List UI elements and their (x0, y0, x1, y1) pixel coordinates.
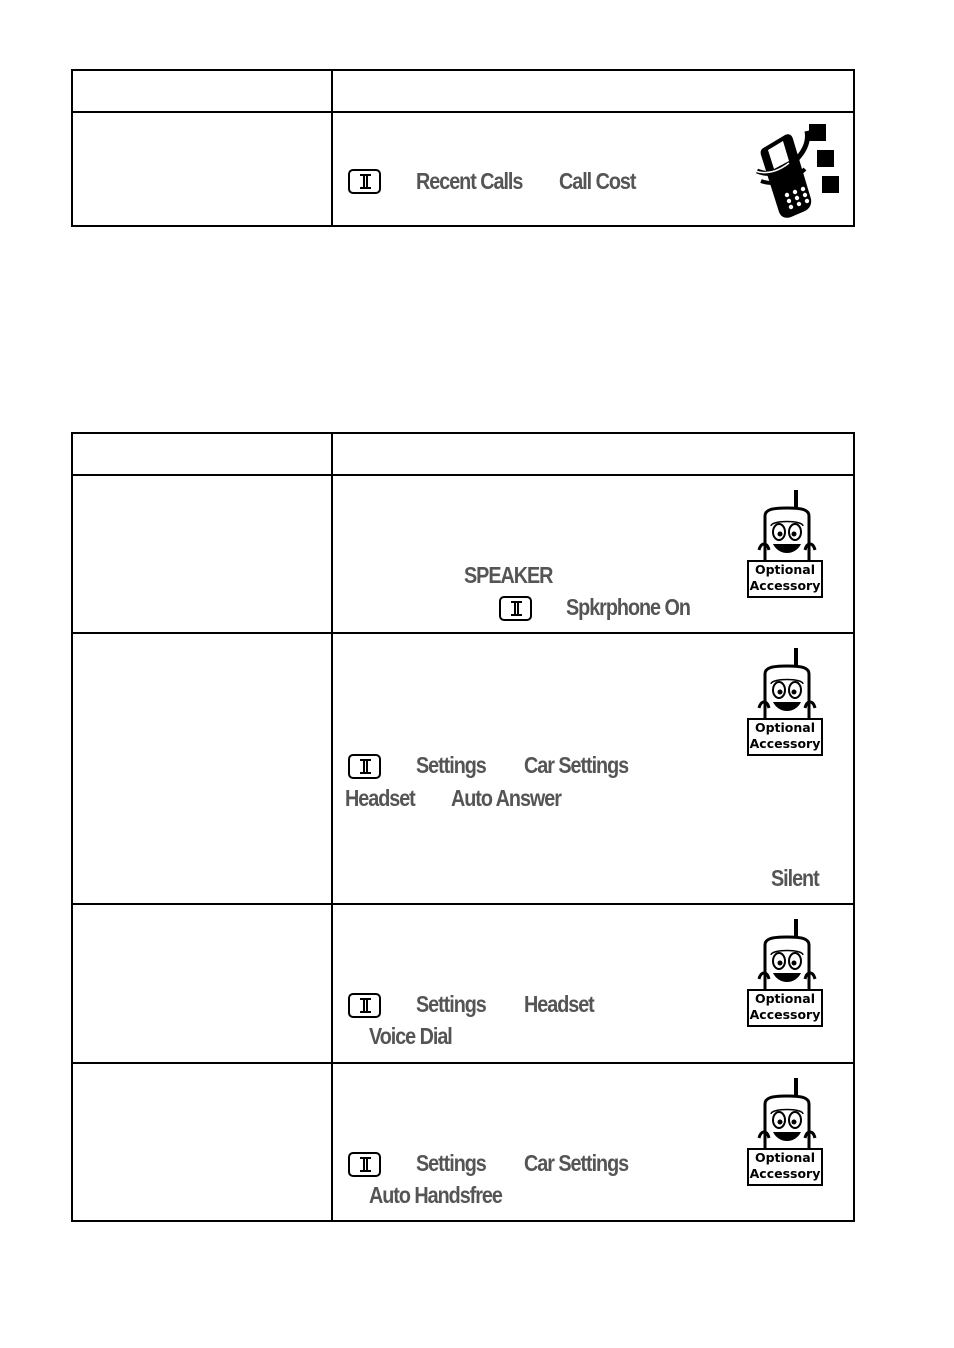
table-row: Settings Car Settings Headset Auto Answe… (71, 632, 855, 905)
network-phone-icon (754, 124, 839, 218)
menu-key-icon (348, 993, 381, 1018)
accessory-phone-icon (757, 648, 817, 722)
feature-cell (71, 474, 333, 634)
accessory-badge-line1: Optional (754, 991, 816, 1006)
description-cell: Recent Calls Call Cost (331, 111, 855, 227)
accessory-badge-label: Optional Accessory (747, 718, 823, 756)
speaker-key-label: SPEAKER (464, 562, 553, 588)
header-cell-feature (71, 432, 333, 476)
accessory-badge-line2: Accessory (749, 578, 821, 593)
header-cell-description (331, 432, 855, 476)
menu-key-icon (348, 169, 381, 194)
menu-key-icon (499, 596, 532, 621)
accessory-badge-label: Optional Accessory (747, 560, 823, 598)
optional-accessory-badge: Optional Accessory (747, 919, 827, 1029)
table-row: Settings Headset Voice Dial Optional (71, 903, 855, 1064)
menu-item-spkrphone-on: Spkrphone On (566, 594, 691, 620)
accessory-phone-icon (757, 1078, 817, 1152)
menu-item-recent-calls: Recent Calls (416, 168, 523, 194)
table-header-row (71, 432, 855, 476)
accessory-phone-icon (757, 490, 817, 564)
silent-option: Silent (771, 865, 820, 891)
optional-accessory-badge: Optional Accessory (747, 648, 827, 758)
table-row: Recent Calls Call Cost (71, 111, 855, 227)
description-cell: Settings Headset Voice Dial Optional (331, 903, 855, 1064)
menu-item-car-settings: Car Settings (524, 752, 629, 778)
feature-cell (71, 903, 333, 1064)
header-cell-feature (71, 69, 333, 113)
menu-item-headset: Headset (524, 991, 595, 1017)
table-header-row (71, 69, 855, 113)
menu-item-voice-dial: Voice Dial (369, 1023, 453, 1049)
accessory-badge-line2: Accessory (749, 1007, 821, 1022)
menu-item-car-settings: Car Settings (524, 1150, 629, 1176)
menu-item-call-cost: Call Cost (559, 168, 636, 194)
accessory-badge-label: Optional Accessory (747, 1148, 823, 1186)
description-cell: Settings Car Settings Headset Auto Answe… (331, 632, 855, 905)
accessory-badge-label: Optional Accessory (747, 989, 823, 1027)
optional-accessory-badge: Optional Accessory (747, 1078, 827, 1188)
table-row: Settings Car Settings Auto Handsfree Opt… (71, 1062, 855, 1222)
handsfree-table: SPEAKER Spkrphone On Optional Acce (71, 432, 855, 1222)
menu-key-icon (348, 754, 381, 779)
feature-cell (71, 1062, 333, 1222)
table-row: SPEAKER Spkrphone On Optional Acce (71, 474, 855, 634)
menu-item-auto-answer: Auto Answer (451, 785, 562, 811)
accessory-badge-line2: Accessory (749, 1166, 821, 1181)
description-cell: Settings Car Settings Auto Handsfree Opt… (331, 1062, 855, 1222)
description-cell: SPEAKER Spkrphone On Optional Acce (331, 474, 855, 634)
feature-cell (71, 632, 333, 905)
accessory-badge-line2: Accessory (749, 736, 821, 751)
call-cost-table: Recent Calls Call Cost (71, 69, 855, 227)
header-cell-description (331, 69, 855, 113)
accessory-badge-line1: Optional (754, 1150, 816, 1165)
menu-key-icon (348, 1152, 381, 1177)
accessory-badge-line1: Optional (754, 720, 816, 735)
menu-item-headset: Headset (345, 785, 416, 811)
menu-item-settings: Settings (416, 752, 487, 778)
menu-item-settings: Settings (416, 1150, 487, 1176)
optional-accessory-badge: Optional Accessory (747, 490, 827, 600)
feature-cell (71, 111, 333, 227)
accessory-badge-line1: Optional (754, 562, 816, 577)
menu-item-settings: Settings (416, 991, 487, 1017)
accessory-phone-icon (757, 919, 817, 993)
menu-item-auto-handsfree: Auto Handsfree (369, 1182, 503, 1208)
